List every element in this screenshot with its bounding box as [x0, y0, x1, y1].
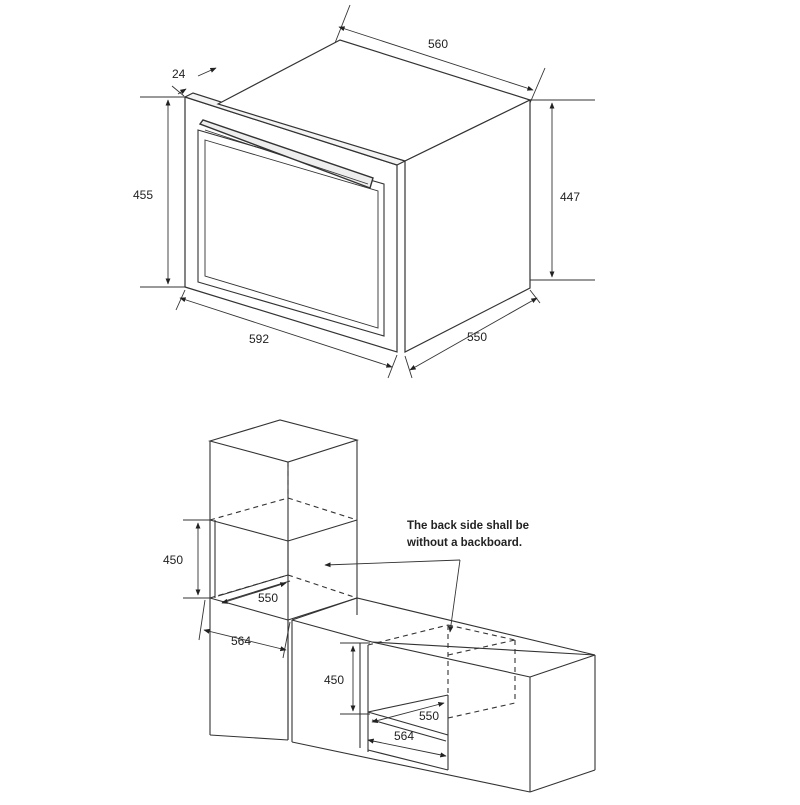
cabinet-column — [207, 419, 359, 742]
note-line-2: without a backboard. — [406, 537, 522, 549]
backboard-note: The back side shall be without a backboa… — [406, 520, 529, 549]
dim-column-niche-width: 564 — [231, 634, 251, 648]
dim-body-width: 560 — [428, 37, 448, 51]
oven-dimension-labels: 24 560 455 447 592 550 — [133, 37, 580, 346]
oven-dimension-lines — [140, 4, 595, 379]
note-line-1: The back side shall be — [407, 520, 529, 532]
dim-body-depth: 550 — [467, 330, 487, 344]
dim-door-thickness: 24 — [172, 67, 186, 81]
dim-counter-niche-depth: 550 — [419, 709, 439, 723]
oven-body-side — [404, 99, 531, 353]
dim-oven-width: 592 — [249, 332, 269, 346]
installation-dimension-labels: 450 550 564 450 550 564 — [163, 553, 439, 743]
cabinet-counter — [291, 597, 596, 793]
dim-oven-height: 455 — [133, 188, 153, 202]
dim-counter-niche-height: 450 — [324, 673, 344, 687]
dim-body-height: 447 — [560, 190, 580, 204]
installation-dimension-lines — [183, 519, 461, 758]
oven-drawing — [183, 39, 532, 353]
dim-column-niche-height: 450 — [163, 553, 183, 567]
dim-column-niche-depth: 550 — [258, 591, 278, 605]
dim-counter-niche-width: 564 — [394, 729, 414, 743]
